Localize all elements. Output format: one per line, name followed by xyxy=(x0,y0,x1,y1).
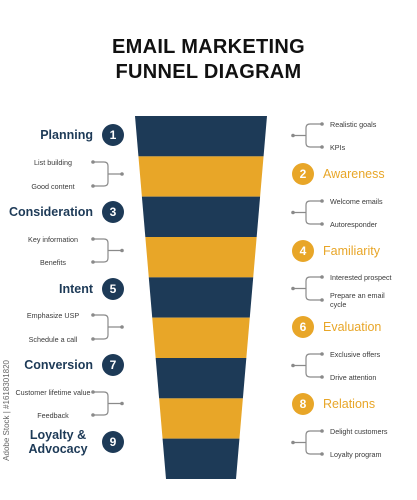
stage-name: Awareness xyxy=(323,167,385,181)
funnel-band-3 xyxy=(141,196,261,237)
stage-name: Familiarity xyxy=(323,244,380,258)
stage-name: Conversion xyxy=(24,358,93,372)
right-item: Autoresponder xyxy=(330,219,378,229)
stage-7: Conversion 7 xyxy=(0,354,124,376)
funnel-band-9 xyxy=(162,438,240,479)
funnel-band-5 xyxy=(148,277,254,318)
left-connector-2 xyxy=(91,237,124,264)
funnel-band-2 xyxy=(138,156,264,197)
stage-number-badge: 9 xyxy=(102,431,124,453)
right-item: Delight customers xyxy=(330,426,388,436)
stock-id: Adobe Stock | #1618301820 xyxy=(2,360,11,461)
stage-number-badge: 5 xyxy=(102,278,124,300)
funnel-band-7 xyxy=(155,358,247,399)
right-item: Realistic goals xyxy=(330,119,377,129)
stage-4: 4 Familiarity xyxy=(292,240,380,262)
funnel-band-8 xyxy=(159,398,243,439)
stage-number-badge: 6 xyxy=(292,316,314,338)
left-item: Feedback xyxy=(37,410,69,420)
stage-name: Evaluation xyxy=(323,320,382,334)
stage-name: Planning xyxy=(40,128,93,142)
left-item: Good content xyxy=(31,181,75,191)
left-connector-4 xyxy=(91,390,124,417)
stage-5: Intent 5 xyxy=(0,278,124,300)
right-item: KPIs xyxy=(330,142,346,152)
funnel-band-1 xyxy=(135,116,267,157)
funnel-band-4 xyxy=(145,237,257,278)
right-connector-4 xyxy=(291,352,324,379)
right-item: Interested prospect xyxy=(330,272,392,282)
stage-number-badge: 8 xyxy=(292,393,314,415)
stage-9: Loyalty & Advocacy 9 xyxy=(0,428,124,456)
right-item: Loyalty program xyxy=(330,449,382,459)
left-item: Key information xyxy=(28,234,78,244)
left-connector-3 xyxy=(91,313,124,341)
left-connector-1 xyxy=(91,160,124,188)
stage-name: Relations xyxy=(323,397,376,411)
diagram-title-line-2: FUNNEL DIAGRAM xyxy=(115,61,302,83)
stage-number-badge: 2 xyxy=(292,163,314,185)
funnel-band-6 xyxy=(152,317,250,358)
left-item: List building xyxy=(34,157,72,167)
right-item: Welcome emails xyxy=(330,196,383,206)
stage-2: 2 Awareness xyxy=(292,163,385,185)
left-item: Customer lifetime value xyxy=(15,387,91,397)
stage-name: Consideration xyxy=(8,205,93,219)
stage-3: Consideration 3 xyxy=(0,201,124,223)
left-item: Schedule a call xyxy=(28,334,78,344)
right-item: Exclusive offers xyxy=(330,349,381,359)
stage-number-badge: 1 xyxy=(102,124,124,146)
stage-1: Planning 1 xyxy=(0,124,124,146)
stage-number-badge: 4 xyxy=(292,240,314,262)
diagram-title-line-1: EMAIL MARKETING xyxy=(111,36,305,58)
stage-number-badge: 7 xyxy=(102,354,124,376)
right-item: Drive attention xyxy=(330,372,377,382)
stage-name: Intent xyxy=(58,282,93,296)
right-connector-1 xyxy=(291,122,324,149)
right-connector-5 xyxy=(291,429,324,456)
stage-6: 6 Evaluation xyxy=(292,316,381,338)
left-item: Benefits xyxy=(40,257,66,267)
left-item: Emphasize USP xyxy=(26,310,80,320)
right-connector-2 xyxy=(291,199,324,226)
stage-number-badge: 3 xyxy=(102,201,124,223)
right-item: Prepare an email cycle xyxy=(330,291,385,309)
stage-8: 8 Relations xyxy=(292,393,375,415)
stage-name: Loyalty & Advocacy xyxy=(28,428,88,456)
right-connector-3 xyxy=(291,275,324,302)
